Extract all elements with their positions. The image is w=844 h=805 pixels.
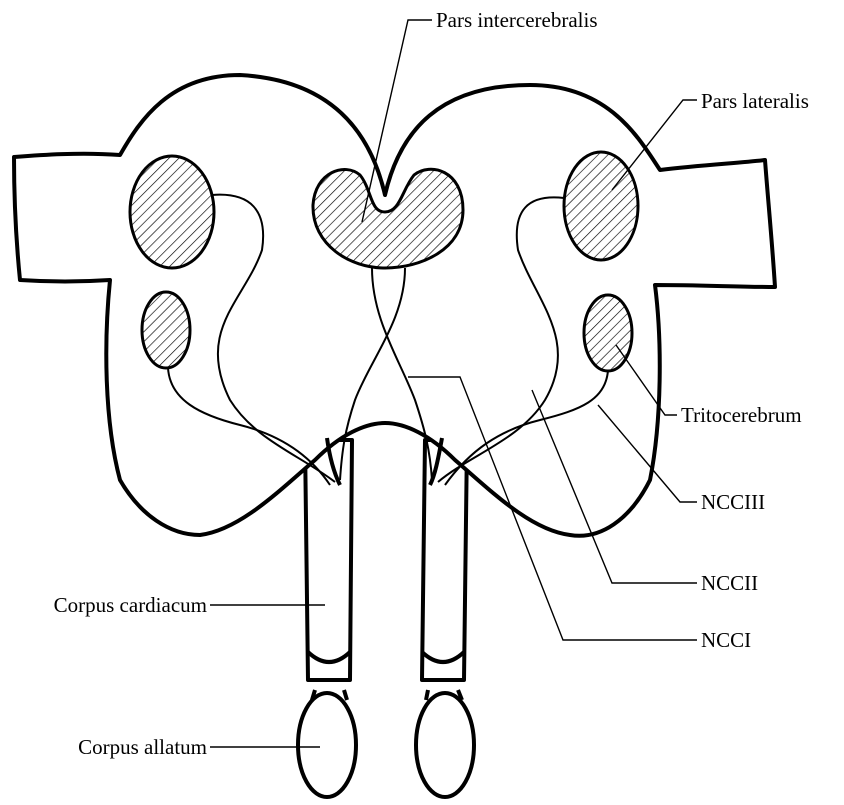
- corpus-allatum-label: Corpus allatum: [78, 735, 207, 759]
- right-tritocerebrum-cells: [584, 295, 632, 371]
- left-corpus-cardiacum: [305, 440, 352, 680]
- tritocerebrum-label: Tritocerebrum: [681, 403, 802, 427]
- left-tritocerebrum-cells: [142, 292, 190, 368]
- left-pars-lateralis-cells: [130, 156, 214, 268]
- right-pars-lateralis-cells: [564, 152, 638, 260]
- ncc-i-label: NCCI: [701, 628, 751, 652]
- right-corpus-allatum: [416, 693, 474, 797]
- pars-lateralis-label: Pars lateralis: [701, 89, 809, 113]
- ncc-ii-label: NCCII: [701, 571, 758, 595]
- corpus-cardiacum-label: Corpus cardiacum: [54, 593, 207, 617]
- left-corpus-allatum: [298, 693, 356, 797]
- ncc-iii-label: NCCIII: [701, 490, 765, 514]
- brain-outline: [14, 75, 775, 536]
- pars-intercerebralis-label: Pars intercerebralis: [436, 8, 598, 32]
